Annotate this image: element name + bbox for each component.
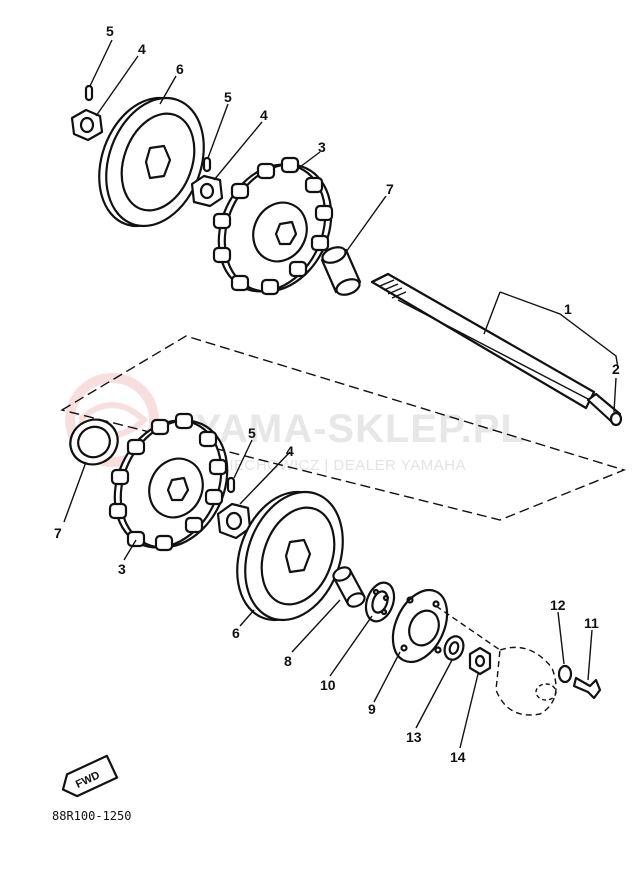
callout-1: 1 [564, 301, 572, 317]
bolt-part-11 [572, 676, 602, 700]
hub-outline [435, 605, 557, 716]
watermark-brand: YAMA-SKLEP.PL [195, 407, 526, 451]
bolt-part-2 [586, 392, 623, 427]
wheel-part-6-lower [236, 490, 344, 622]
direction-arrow-icon: FWD [61, 754, 119, 798]
watermark-tagline: CIECHOWICZ | DEALER YAMAHA [218, 457, 466, 474]
callout-3-low: 3 [118, 561, 126, 577]
callout-5-top: 5 [106, 23, 114, 39]
flange-part-9 [391, 588, 449, 664]
callout-5-low: 5 [248, 425, 256, 441]
callout-4-mid: 4 [260, 107, 268, 123]
callout-6-low: 6 [232, 625, 240, 641]
washer-part-13 [443, 635, 465, 661]
bearing-part-10 [364, 581, 396, 623]
callout-2: 2 [612, 361, 620, 377]
callout-numbers: 5 4 6 5 4 3 7 1 2 5 4 7 3 6 8 10 9 13 14… [54, 23, 620, 765]
callout-13: 13 [406, 729, 422, 745]
callout-4-top: 4 [138, 41, 146, 57]
pin-part-5-middle [202, 156, 212, 173]
nut-part-14 [468, 646, 492, 676]
callout-7-low: 7 [54, 525, 62, 541]
drawing-code: 88R100-1250 [52, 809, 131, 823]
bushing-part-7-lower [69, 418, 119, 466]
pin-part-5-lower [226, 476, 236, 494]
washer-part-12 [557, 664, 573, 684]
nut-part-4-lower [216, 502, 252, 540]
callout-9: 9 [368, 701, 376, 717]
callout-8: 8 [284, 653, 292, 669]
callout-4-low: 4 [286, 443, 294, 459]
callout-11: 11 [584, 615, 599, 631]
nut-part-4-middle [190, 174, 224, 208]
callout-3-top: 3 [318, 139, 326, 155]
sprocket-part-3-lower [108, 412, 229, 552]
assembly-outline [60, 335, 627, 521]
callout-7-top: 7 [386, 181, 394, 197]
sprocket-part-3-upper [212, 156, 334, 296]
shaft-part-1 [370, 272, 596, 410]
bushing-part-7-upper [320, 246, 362, 296]
callout-14: 14 [450, 749, 466, 765]
callout-5-mid: 5 [224, 89, 232, 105]
nut-part-4-upper [70, 108, 104, 142]
leader-lines [63, 39, 619, 749]
spacer-part-8 [332, 566, 366, 608]
callout-6-top: 6 [176, 61, 184, 77]
pin-part-5-upper [84, 84, 94, 102]
callout-10: 10 [320, 677, 336, 693]
wheel-part-6-upper [98, 96, 205, 228]
callout-12: 12 [550, 597, 566, 613]
